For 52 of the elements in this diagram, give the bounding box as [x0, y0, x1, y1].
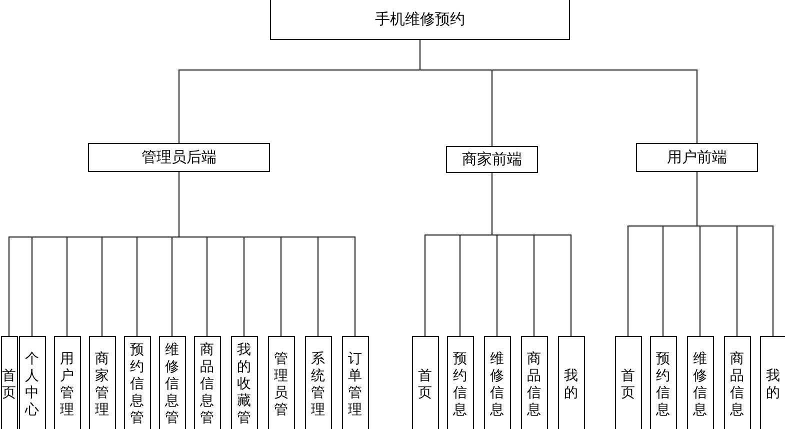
system-title: 手机维修预约 [375, 10, 465, 29]
section-label: 商家前端 [462, 150, 522, 169]
section-box [88, 143, 270, 172]
module-label: 商品信息管 [200, 342, 214, 427]
module-label: 预约信息管 [130, 342, 144, 427]
module-box [18, 336, 46, 429]
module-label: 预约信息 [452, 350, 468, 418]
module-box [614, 336, 642, 429]
module-label: 商家管理 [94, 350, 110, 418]
module-label: 维修信息 [692, 350, 708, 418]
module-box [124, 336, 150, 429]
module-box [230, 336, 258, 429]
module-box [194, 336, 220, 429]
module-label: 首页 [620, 368, 636, 402]
module-label: 商品信息 [526, 350, 542, 418]
connector-line [696, 172, 774, 336]
module-box [446, 336, 474, 429]
module-box [342, 336, 368, 429]
module-box [650, 336, 676, 429]
module-label: 用户管理 [60, 350, 74, 418]
module-box [268, 336, 294, 429]
connector-line [492, 172, 572, 336]
section-label: 管理员后端 [142, 148, 216, 167]
module-box [304, 336, 332, 429]
module-box [54, 336, 80, 429]
module-label: 预约信息 [656, 350, 670, 418]
module-label: 维修信息管 [164, 342, 180, 427]
module-box [88, 336, 116, 429]
module-label: 系统管理 [310, 350, 326, 418]
module-label: 首页 [418, 368, 432, 402]
module-label: 首页 [2, 368, 16, 402]
module-box [686, 336, 714, 429]
module-box [760, 336, 785, 429]
system-box [270, 0, 570, 40]
module-label: 管理员管 [274, 350, 288, 418]
module-box [158, 336, 186, 429]
module-label: 商品信息 [730, 350, 744, 418]
module-box [484, 336, 510, 429]
module-label: 个人中心 [24, 350, 40, 418]
module-label: 我的 [766, 368, 780, 402]
module-box [0, 336, 18, 429]
module-box [412, 336, 438, 429]
module-label: 订单管理 [348, 350, 362, 418]
module-box [724, 336, 750, 429]
module-label: 维修信息 [490, 350, 504, 418]
module-box [520, 336, 548, 429]
section-box [636, 143, 758, 172]
section-box [446, 146, 538, 173]
section-label: 用户前端 [667, 148, 727, 167]
module-label: 我的收藏管 [236, 342, 252, 427]
module-label: 我的 [564, 368, 578, 402]
module-box [558, 336, 584, 429]
